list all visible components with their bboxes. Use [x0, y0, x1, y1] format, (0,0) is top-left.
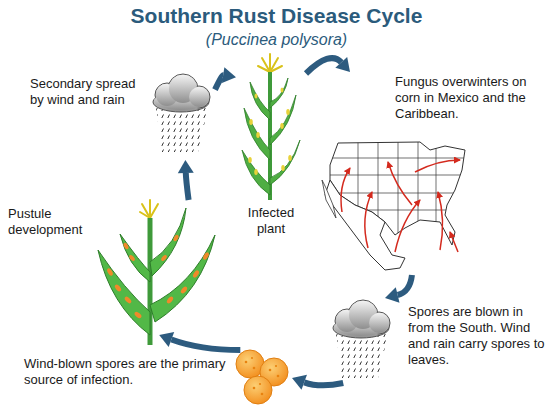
arrow-head — [159, 332, 174, 347]
cycle-stage: Infected plant — [236, 55, 306, 240]
cycle-arrow — [292, 375, 343, 390]
arrow-line — [306, 58, 341, 73]
pustule-corn-plant — [98, 200, 215, 345]
cycle-arrow — [215, 67, 236, 89]
cycle-arrow — [178, 160, 194, 200]
cycle-stage: Spores are blown in from the South. Wind… — [330, 298, 550, 383]
rain-cloud — [153, 74, 210, 152]
arrow-head — [292, 375, 307, 390]
cycle-stage: Wind-blown spores are the primary source… — [20, 350, 292, 412]
cycle-stage: Pustule development — [8, 200, 218, 335]
overwintering-map — [322, 140, 470, 270]
stage-text: Fungus overwinters on corn in Mexico and… — [395, 74, 545, 122]
arrow-line — [215, 75, 223, 89]
arrow-line — [304, 382, 343, 385]
subtitle-label: (Puccinea polysora) — [0, 30, 553, 50]
arrow-line — [398, 275, 412, 295]
cycle-arrow — [306, 57, 350, 73]
cycle-arrow — [385, 275, 412, 303]
stage-text: Wind-blown spores are the primary source… — [24, 356, 229, 388]
cycle-arrow — [159, 332, 240, 350]
arrow-line — [171, 339, 240, 350]
arrow-head — [335, 57, 350, 72]
infected-corn-plant — [242, 54, 300, 200]
diagram-title: Southern Rust Disease Cycle — [0, 4, 553, 28]
rain-cloud — [333, 300, 390, 378]
arrow-head — [222, 67, 236, 83]
stage-text: Infected plant — [236, 205, 306, 237]
arrow-line — [186, 173, 189, 200]
rust-spores — [236, 350, 288, 404]
stage-text: Spores are blown in from the South. Wind… — [408, 304, 546, 368]
arrow-head — [385, 287, 400, 303]
cycle-stage: Secondary spread by wind and rain — [30, 72, 215, 160]
stage-text: Secondary spread by wind and rain — [30, 76, 148, 108]
stage-text: Pustule development — [8, 206, 98, 238]
arrow-head — [178, 160, 194, 173]
cycle-stage: Fungus overwinters on corn in Mexico and… — [318, 72, 550, 275]
